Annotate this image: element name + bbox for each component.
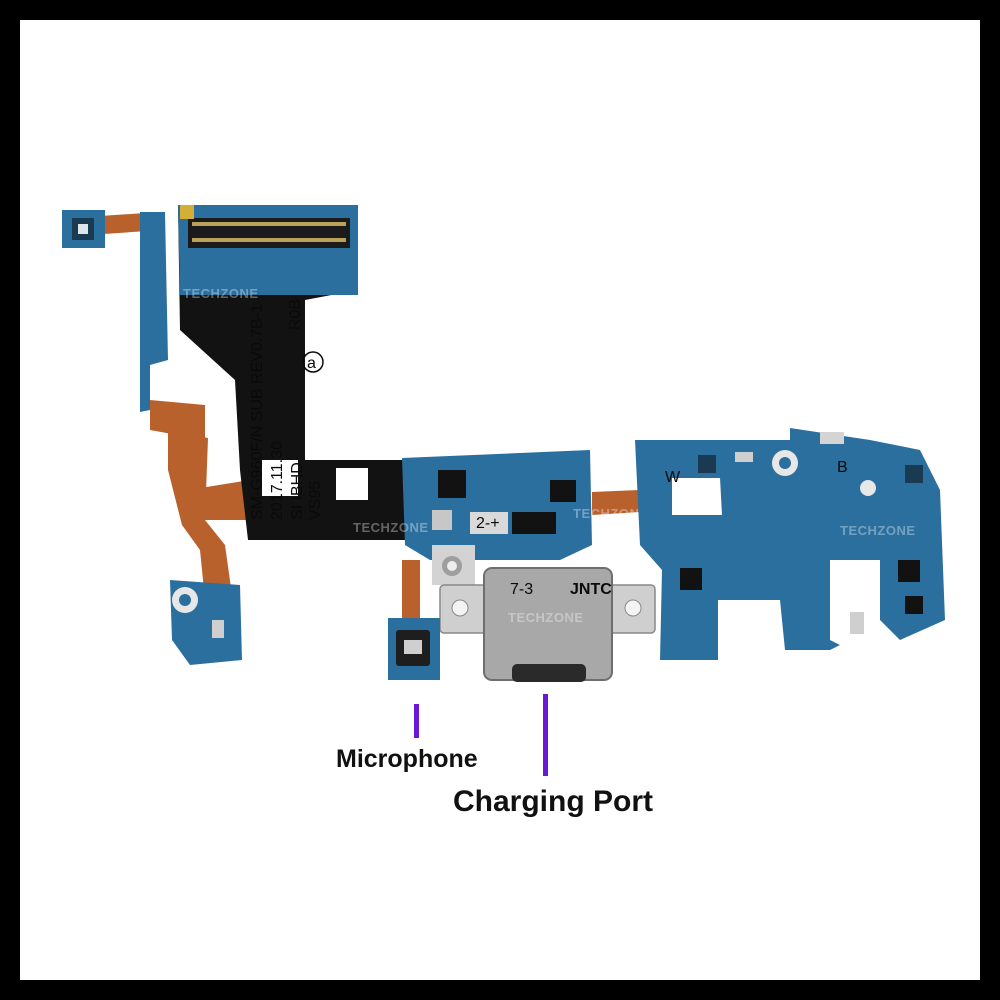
board-vs-text: VS95 — [307, 481, 324, 520]
board-model-text: SM-G960F/N SUB REV0.7B-1 — [249, 304, 266, 520]
microphone-module — [388, 618, 440, 680]
watermark-1: TECHZONE — [183, 286, 259, 301]
board-a-mark: a — [307, 355, 316, 372]
usb-c-charging-port: 7-3 JNTC TECHZONE — [439, 567, 656, 682]
right-antenna-board: W B TECHZONE — [635, 428, 945, 660]
charging-port-label: Charging Port — [453, 785, 653, 818]
central-port-board: 2-+ TECHZONE TECHZONE — [353, 450, 649, 585]
antenna-b-label: B — [837, 459, 848, 476]
main-black-flex: SM-G960F/N SUB REV0.7B-1 2017.11.30 SI I… — [178, 205, 405, 540]
watermark-3: TECHZONE — [573, 506, 649, 521]
left-antenna-strip — [62, 210, 242, 665]
antenna-w-label: W — [665, 469, 681, 486]
watermark-5: TECHZONE — [840, 523, 916, 538]
microphone-callout-line — [414, 704, 419, 738]
watermark-2: TECHZONE — [353, 520, 429, 535]
connector-text: 2-+ — [476, 515, 500, 532]
usb-text-right: JNTC — [570, 581, 612, 598]
board-date-text: 2017.11.30 — [269, 441, 286, 520]
charging-port-callout-line — [543, 694, 548, 776]
board-code-text: SI IBHD — [289, 462, 306, 520]
board-rev-text: R0B — [287, 299, 304, 330]
microphone-label: Microphone — [336, 745, 478, 773]
watermark-4: TECHZONE — [508, 610, 584, 625]
usb-text-left: 7-3 — [510, 581, 533, 598]
